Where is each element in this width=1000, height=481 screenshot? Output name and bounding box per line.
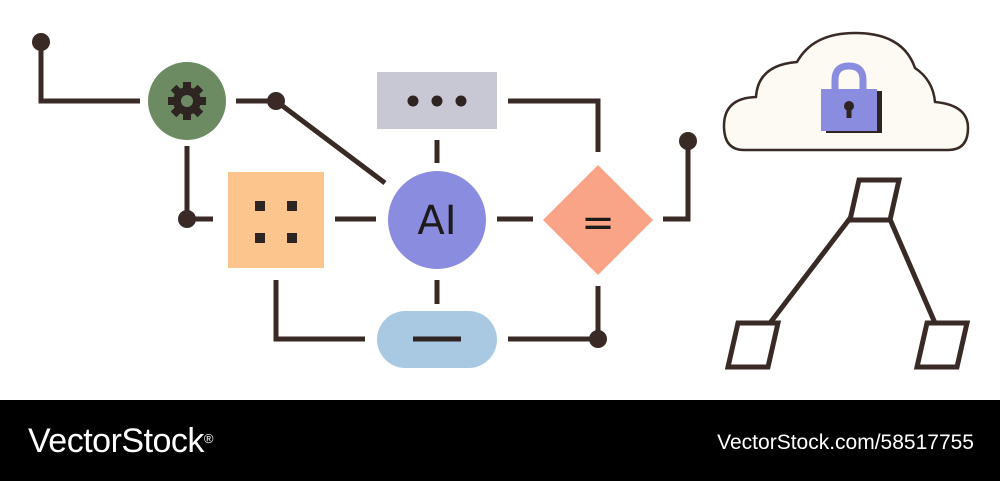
padlock-icon [821, 62, 882, 133]
connector-top-to-diamond [508, 98, 601, 152]
ai-node-label: AI [417, 198, 456, 244]
tree-node-top [846, 177, 903, 223]
junction-dot-lower-right [589, 330, 607, 348]
tree-branch-left [768, 215, 853, 325]
node-tree-icon [724, 177, 971, 370]
tree-node-left [724, 320, 782, 370]
connector-start-to-gear [38, 42, 140, 104]
top-node [377, 72, 497, 129]
registered-mark: ® [203, 431, 214, 446]
gear-node [148, 62, 226, 140]
connector-bottom-to-diamond [508, 286, 601, 342]
connector-dots-to-bottom [273, 280, 365, 342]
junction-dot-left [178, 210, 196, 228]
dots-node [228, 172, 324, 268]
diamond-node-label: = [581, 200, 615, 246]
connector-diamond-to-end [663, 141, 691, 222]
footer-bar: VectorStock® VectorStock.com/58517755 [0, 400, 1000, 481]
junction-dots [32, 33, 697, 348]
connector-junction-to-ai [274, 99, 387, 185]
ellipsis-icon [407, 95, 467, 107]
junction-dot-start [32, 33, 50, 51]
ai-node: AI [388, 171, 486, 269]
brand-logo: VectorStock® [28, 422, 214, 460]
diamond-node: = [543, 165, 653, 275]
junction-dot-end [679, 132, 697, 150]
gear-icon [168, 82, 206, 120]
bottom-node [377, 311, 497, 368]
image-id-text: VectorStock.com/58517755 [717, 431, 974, 454]
tree-branch-right [886, 216, 938, 324]
four-dots-icon [255, 201, 297, 243]
junction-dot-upper [267, 92, 285, 110]
tree-node-right [913, 320, 971, 370]
cloud-icon [722, 31, 970, 152]
diagram-canvas: AI = [32, 31, 971, 370]
brand-name: VectorStock [28, 422, 204, 460]
